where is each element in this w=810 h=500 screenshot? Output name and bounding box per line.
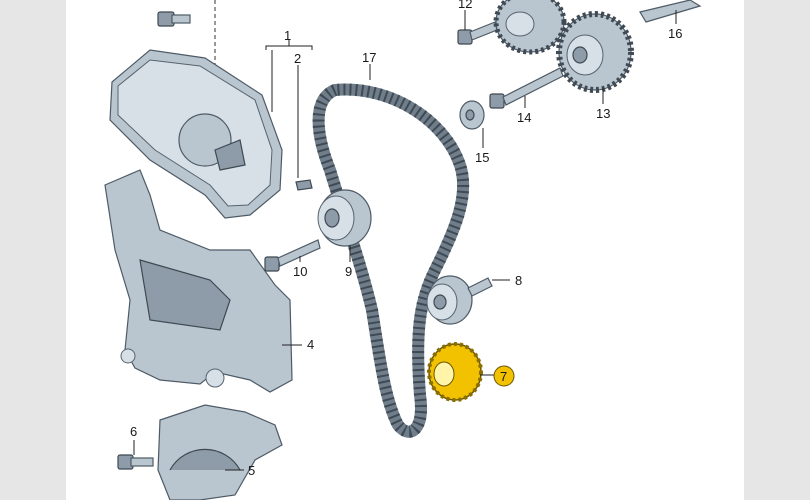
camshaft-gear-upper (493, 0, 567, 55)
callout-10: 10 (293, 264, 307, 279)
leader-lines (133, 10, 677, 471)
callout-16: 16 (668, 26, 682, 41)
callout-7: 7 (500, 369, 507, 384)
callout-5: 5 (248, 463, 255, 478)
camshaft-gear-13 (556, 11, 634, 93)
callout-6: 6 (130, 424, 137, 439)
callouts: 1 2 4 5 6 7 8 9 10 12 13 14 15 16 17 (130, 0, 682, 478)
lower-cover (157, 404, 283, 500)
bolt-14 (489, 67, 564, 109)
callout-7-badge (493, 365, 515, 387)
bolt-10 (264, 239, 321, 272)
clip-part (295, 179, 313, 191)
callout-8: 8 (515, 273, 522, 288)
rear-cover (104, 169, 293, 393)
pin-16 (639, 0, 702, 23)
callout-1: 1 (284, 28, 291, 43)
callout-2: 2 (294, 51, 301, 66)
bolt-6 (117, 454, 154, 470)
idler-pulley-9 (317, 189, 372, 247)
callout-14: 14 (517, 110, 531, 125)
callout-13: 13 (596, 106, 610, 121)
crank-sprocket-7 (427, 342, 483, 402)
callout-9: 9 (345, 264, 352, 279)
upper-timing-cover (109, 49, 283, 219)
callout-4: 4 (307, 337, 314, 352)
callout-15: 15 (475, 150, 489, 165)
callout-17: 17 (362, 50, 376, 65)
bolt-top-left (157, 11, 191, 27)
tensioner-pulley-8 (426, 275, 493, 325)
washer-15 (459, 100, 485, 130)
bolt-12 (457, 21, 498, 45)
callout-12: 12 (458, 0, 472, 11)
timing-belt (312, 83, 470, 438)
